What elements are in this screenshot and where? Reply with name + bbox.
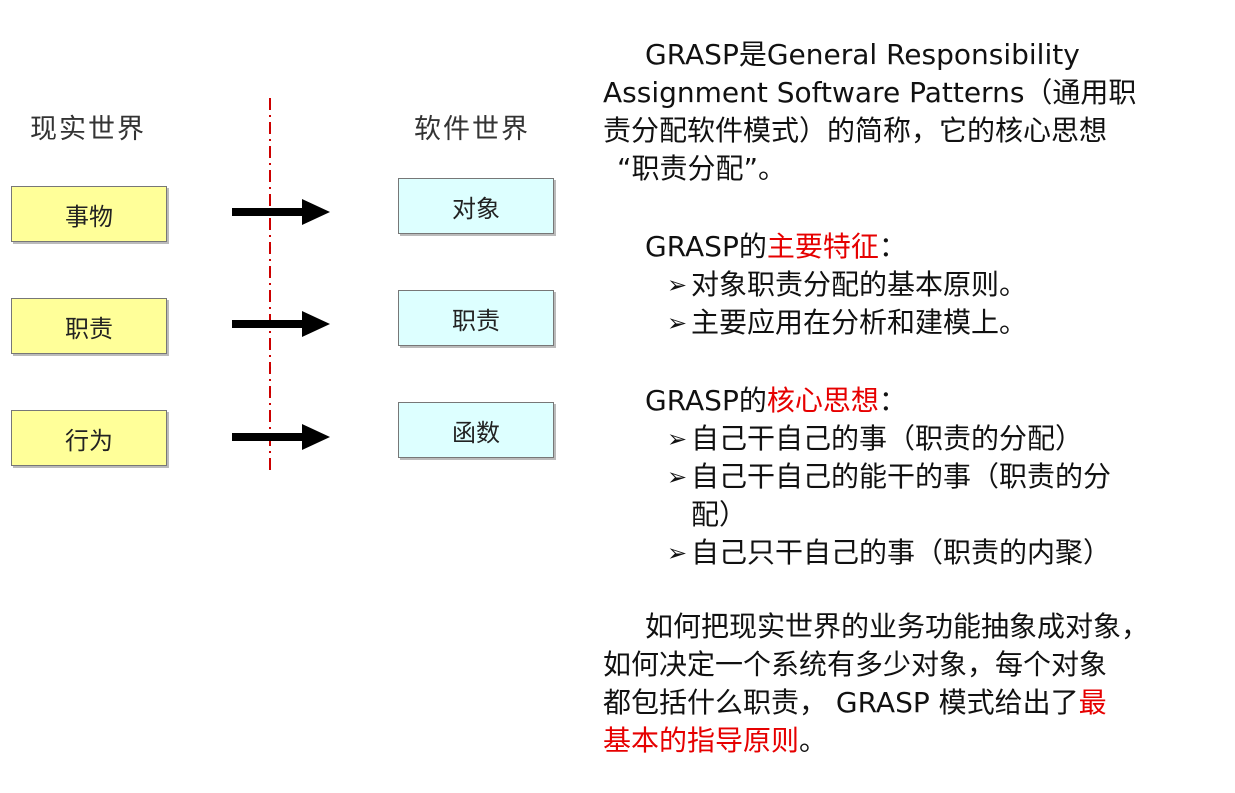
- closing-end: 。: [799, 724, 828, 757]
- list-item-text: 配）: [691, 498, 748, 531]
- bullet-arrow-icon: ➢: [667, 309, 688, 337]
- closing-line: 如何把现实世界的业务功能抽象成对象，: [645, 610, 1150, 643]
- real-world-title: 现实世界: [30, 114, 146, 145]
- features-prefix: GRASP的: [645, 230, 767, 263]
- closing-paragraph: 如何把现实世界的业务功能抽象成对象， 如何决定一个系统有多少对象，每个对象 都包…: [603, 608, 1228, 760]
- soft-box-function: 函数: [398, 402, 554, 458]
- closing-line: 基本的指导原则。: [603, 722, 1228, 760]
- arrow-right-icon: [232, 199, 330, 225]
- bullet-arrow-icon: ➢: [667, 271, 688, 299]
- list-item-text: 对象职责分配的基本原则。: [691, 268, 1028, 301]
- features-list: ➢对象职责分配的基本原则。 ➢主要应用在分析和建模上。: [603, 266, 1228, 342]
- list-item-continuation: 配）: [603, 496, 1228, 534]
- arrow-right-icon: [232, 311, 330, 337]
- features-suffix: ：: [878, 230, 907, 263]
- grasp-description: GRASP是General Responsibility Assignment …: [603, 36, 1228, 760]
- software-world-title: 软件世界: [414, 114, 530, 145]
- intro-line: GRASP是General Responsibility: [645, 38, 1080, 71]
- core-heading: GRASP的核心思想：: [603, 382, 1228, 420]
- closing-line: 如何决定一个系统有多少对象，每个对象: [603, 648, 1108, 681]
- list-item: ➢自己干自己的能干的事（职责的分: [603, 458, 1228, 496]
- core-highlight: 核心思想: [766, 384, 879, 417]
- intro-line: Assignment Software Patterns（通用职: [603, 76, 1137, 109]
- list-item: ➢自己只干自己的事（职责的内聚）: [603, 534, 1228, 572]
- divider-line: [269, 98, 271, 470]
- soft-box-duty: 职责: [398, 290, 554, 346]
- mapping-diagram: 现实世界 软件世界 事物 职责 行为 对象 职责 函数: [0, 0, 600, 793]
- bullet-arrow-icon: ➢: [667, 539, 688, 567]
- intro-paragraph: GRASP是General Responsibility Assignment …: [603, 36, 1228, 188]
- features-heading: GRASP的主要特征：: [603, 228, 1228, 266]
- real-box-behavior: 行为: [11, 410, 167, 466]
- closing-line-text: 都包括什么职责， GRASP 模式给出了: [603, 686, 1079, 719]
- bullet-arrow-icon: ➢: [667, 463, 688, 491]
- list-item: ➢对象职责分配的基本原则。: [603, 266, 1228, 304]
- real-box-thing: 事物: [11, 186, 167, 242]
- core-list: ➢自己干自己的事（职责的分配） ➢自己干自己的能干的事（职责的分 配） ➢自己只…: [603, 420, 1228, 572]
- bullet-arrow-icon: ➢: [667, 425, 688, 453]
- intro-line: “职责分配”。: [617, 152, 787, 185]
- features-highlight: 主要特征: [766, 230, 879, 263]
- closing-line: 都包括什么职责， GRASP 模式给出了最: [603, 684, 1228, 722]
- list-item-text: 自己干自己的能干的事（职责的分: [691, 460, 1112, 493]
- list-item: ➢自己干自己的事（职责的分配）: [603, 420, 1228, 458]
- list-item: ➢主要应用在分析和建模上。: [603, 304, 1228, 342]
- list-item-text: 主要应用在分析和建模上。: [691, 306, 1028, 339]
- list-item-text: 自己干自己的事（职责的分配）: [691, 422, 1084, 455]
- intro-line: 责分配软件模式）的简称，它的核心思想: [603, 114, 1108, 147]
- soft-box-object: 对象: [398, 178, 554, 234]
- list-item-text: 自己只干自己的事（职责的内聚）: [691, 536, 1112, 569]
- real-box-duty: 职责: [11, 298, 167, 354]
- core-prefix: GRASP的: [645, 384, 767, 417]
- closing-highlight-b: 基本的指导原则: [603, 724, 800, 757]
- arrow-right-icon: [232, 424, 330, 450]
- closing-highlight-a: 最: [1078, 686, 1107, 719]
- core-suffix: ：: [878, 384, 907, 417]
